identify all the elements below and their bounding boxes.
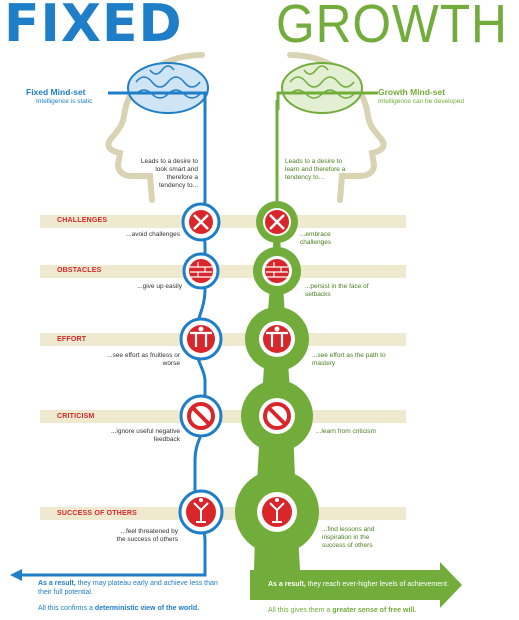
barbell-icon [187, 325, 291, 353]
fixed-result: As a result, they may plateau early and … [38, 579, 228, 597]
growth-title: GROWTH [276, 0, 508, 54]
category-challenges: CHALLENGES [57, 217, 108, 224]
growth-response-success: ...find lessons and inspiration in the s… [322, 526, 375, 549]
growth-result-text: they reach ever-higher levels of achieve… [307, 581, 449, 588]
fixed-result-text: they may plateau early and achieve less … [38, 580, 218, 596]
fixed-response-challenges: ...avoid challenges [126, 231, 180, 238]
fixed-response-criticism: ...ignore useful negative feedback [110, 428, 180, 443]
fixed-intro: Leads to a desire to look smart and ther… [140, 158, 198, 189]
growth-result-bold: As a result, [268, 581, 306, 588]
growth-confirm-bold: greater sense of free will. [332, 607, 417, 614]
fixed-mindset-heading: Fixed Mind-set [26, 87, 86, 97]
fixed-confirm-prefix: All this confirms a [38, 605, 93, 612]
fixed-confirm-bold: deterministic view of the world. [94, 605, 200, 612]
growth-response-criticism: ...learn from criticism [316, 428, 376, 435]
fixed-mindset-subheading: Intelligence is static [36, 98, 93, 105]
growth-response-challenges: ...embrace challenges [300, 231, 332, 246]
fixed-brain [127, 62, 209, 114]
fixed-title: FIXED [4, 0, 183, 54]
category-criticism: CRITICISM [57, 413, 95, 420]
fixed-response-success: ...feel threatened by the success of oth… [116, 528, 178, 543]
category-effort: EFFORT [57, 336, 87, 343]
fixed-result-bold: As a result, [38, 580, 76, 587]
growth-intro: Leads to a desire to learn and therefore… [285, 158, 346, 181]
fixed-confirm: All this confirms a deterministic view o… [38, 604, 238, 613]
growth-result: As a result, they reach ever-higher leve… [268, 580, 454, 589]
growth-result-arrow [250, 562, 462, 608]
growth-mindset-subheading: Intelligence can be developed [378, 98, 465, 105]
category-obstacles: OBSTACLES [57, 267, 102, 274]
growth-confirm: All this gives them a greater sense of f… [268, 606, 468, 615]
fixed-response-effort: ...see effort as fruitless or worse [107, 352, 180, 367]
trophy-person-icon [186, 497, 292, 527]
growth-response-effort: ...see effort as the path to mastery [312, 352, 386, 367]
category-success-of-others: SUCCESS OF OTHERS [57, 510, 138, 517]
growth-mindset-heading: Growth Mind-set [378, 87, 446, 97]
brick-wall-icon [189, 259, 289, 283]
arrows-in-icon [189, 210, 289, 234]
growth-brain [281, 62, 363, 114]
fixed-arrowhead [10, 569, 22, 581]
growth-response-obstacles: ...persist in the face of setbacks [305, 283, 369, 298]
fixed-response-obstacles: ...give up easily [137, 283, 182, 290]
no-symbol-icon [187, 402, 291, 430]
growth-confirm-prefix: All this gives them a [268, 607, 331, 614]
